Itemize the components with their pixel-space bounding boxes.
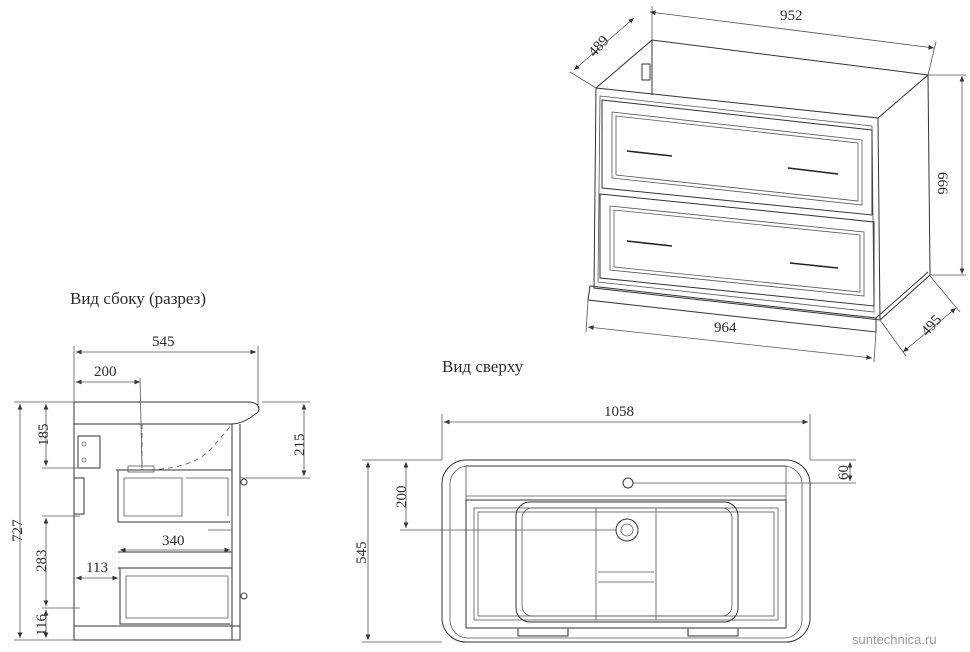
dim-top-tap-offset: 60 xyxy=(836,465,852,480)
top-view: Вид сверху 1058 xyxy=(354,357,856,643)
dim-side-sink-height: 215 xyxy=(292,434,308,457)
dim-side-total-height: 727 xyxy=(10,519,26,542)
caption-side-view: Вид сбоку (разрез) xyxy=(70,289,206,308)
dim-side-drawer-offset: 113 xyxy=(86,560,108,576)
dim-iso-height: 666 xyxy=(934,172,950,195)
dim-side-inner-width: 340 xyxy=(162,533,185,549)
dim-side-drawer-height: 283 xyxy=(34,550,50,573)
side-view: Вид сбоку (разрез) 545 xyxy=(10,289,310,641)
dim-side-sink-depth: 185 xyxy=(36,424,52,447)
dim-iso-depth-bottom: 495 xyxy=(918,312,945,339)
isometric-view: 952 489 666 964 495 xyxy=(569,6,966,363)
dim-top-depth: 545 xyxy=(354,542,370,565)
dim-side-offset: 200 xyxy=(94,364,117,380)
caption-top-view: Вид сверху xyxy=(442,357,524,376)
dim-side-depth: 545 xyxy=(152,334,175,350)
dim-top-width: 1058 xyxy=(604,404,634,420)
dim-iso-width-bottom: 964 xyxy=(714,320,737,336)
dim-side-plinth: 116 xyxy=(34,614,50,636)
dim-top-drain-offset: 200 xyxy=(394,486,410,509)
dim-iso-width-top: 952 xyxy=(780,8,803,24)
watermark: suntechnica.ru xyxy=(852,632,937,647)
